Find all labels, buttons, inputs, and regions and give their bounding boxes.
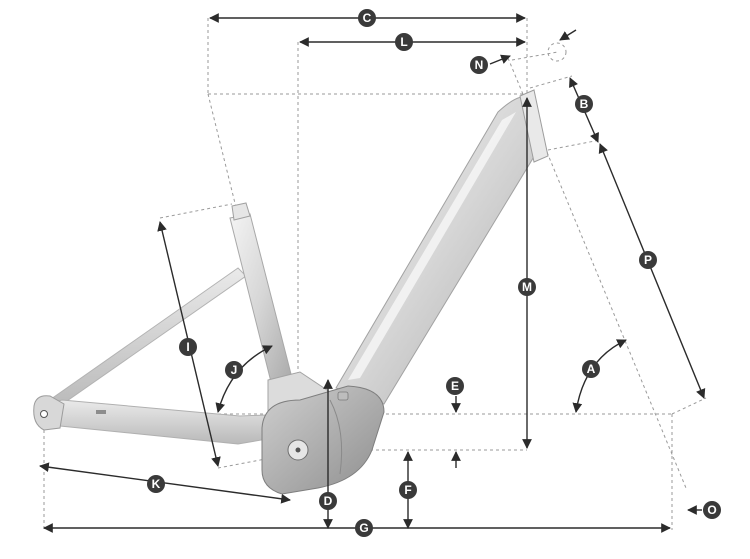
label-l: L <box>395 33 413 51</box>
label-k-text: K <box>152 477 161 491</box>
label-i: I <box>179 338 197 356</box>
label-i-text: I <box>186 340 189 354</box>
label-o: O <box>703 501 721 519</box>
label-e-text: E <box>451 379 459 393</box>
dim-arc-a <box>572 339 627 413</box>
guide-stem-circle <box>547 42 567 62</box>
rear-dropout <box>33 395 65 431</box>
dimension-labels: C L N B P M A E I J K F <box>147 9 721 537</box>
label-m-text: M <box>522 280 532 294</box>
seat-tube <box>229 213 293 387</box>
label-k: K <box>147 475 165 493</box>
label-d: D <box>319 492 337 510</box>
label-f-text: F <box>404 483 411 497</box>
label-n: N <box>470 56 488 74</box>
guide-n-offset <box>511 51 559 61</box>
dim-line-n-top <box>559 29 577 41</box>
guide-p-bottom <box>671 397 707 415</box>
chain-stay-badge <box>96 410 106 414</box>
label-g-text: G <box>359 521 368 535</box>
down-tube-highlight <box>348 112 516 380</box>
guide-i-top <box>159 203 233 219</box>
label-e: E <box>446 377 464 395</box>
label-j: J <box>225 361 243 379</box>
chain-stay <box>43 399 297 445</box>
label-a-text: A <box>587 362 596 376</box>
label-c-text: C <box>363 11 372 25</box>
guide-b-top <box>529 75 573 89</box>
guide-b-bottom <box>547 139 601 151</box>
dim-line-n <box>489 54 511 65</box>
label-b-text: B <box>580 97 589 111</box>
label-o-text: O <box>707 503 716 517</box>
label-p-text: P <box>644 253 652 267</box>
dim-line-p <box>598 143 706 399</box>
label-f: F <box>399 481 417 499</box>
dim-line-k <box>39 462 291 504</box>
guide-lines <box>43 18 707 530</box>
motor-mount-slot <box>337 391 349 401</box>
seat-post <box>231 202 251 221</box>
label-n-text: N <box>475 58 484 72</box>
label-j-text: J <box>231 363 238 377</box>
label-g: G <box>355 519 373 537</box>
dim-arc-j <box>215 345 273 413</box>
label-p: P <box>639 251 657 269</box>
label-a: A <box>582 360 600 378</box>
rear-axle-marker <box>40 410 48 418</box>
label-m: M <box>518 278 536 296</box>
seat-stay <box>43 267 247 411</box>
label-b: B <box>575 95 593 113</box>
label-l-text: L <box>400 35 407 49</box>
label-c: C <box>358 9 376 27</box>
bottom-bracket-center <box>295 447 301 453</box>
label-d-text: D <box>324 494 333 508</box>
bike-frame <box>33 89 549 495</box>
guide-seat-axis <box>207 93 297 451</box>
